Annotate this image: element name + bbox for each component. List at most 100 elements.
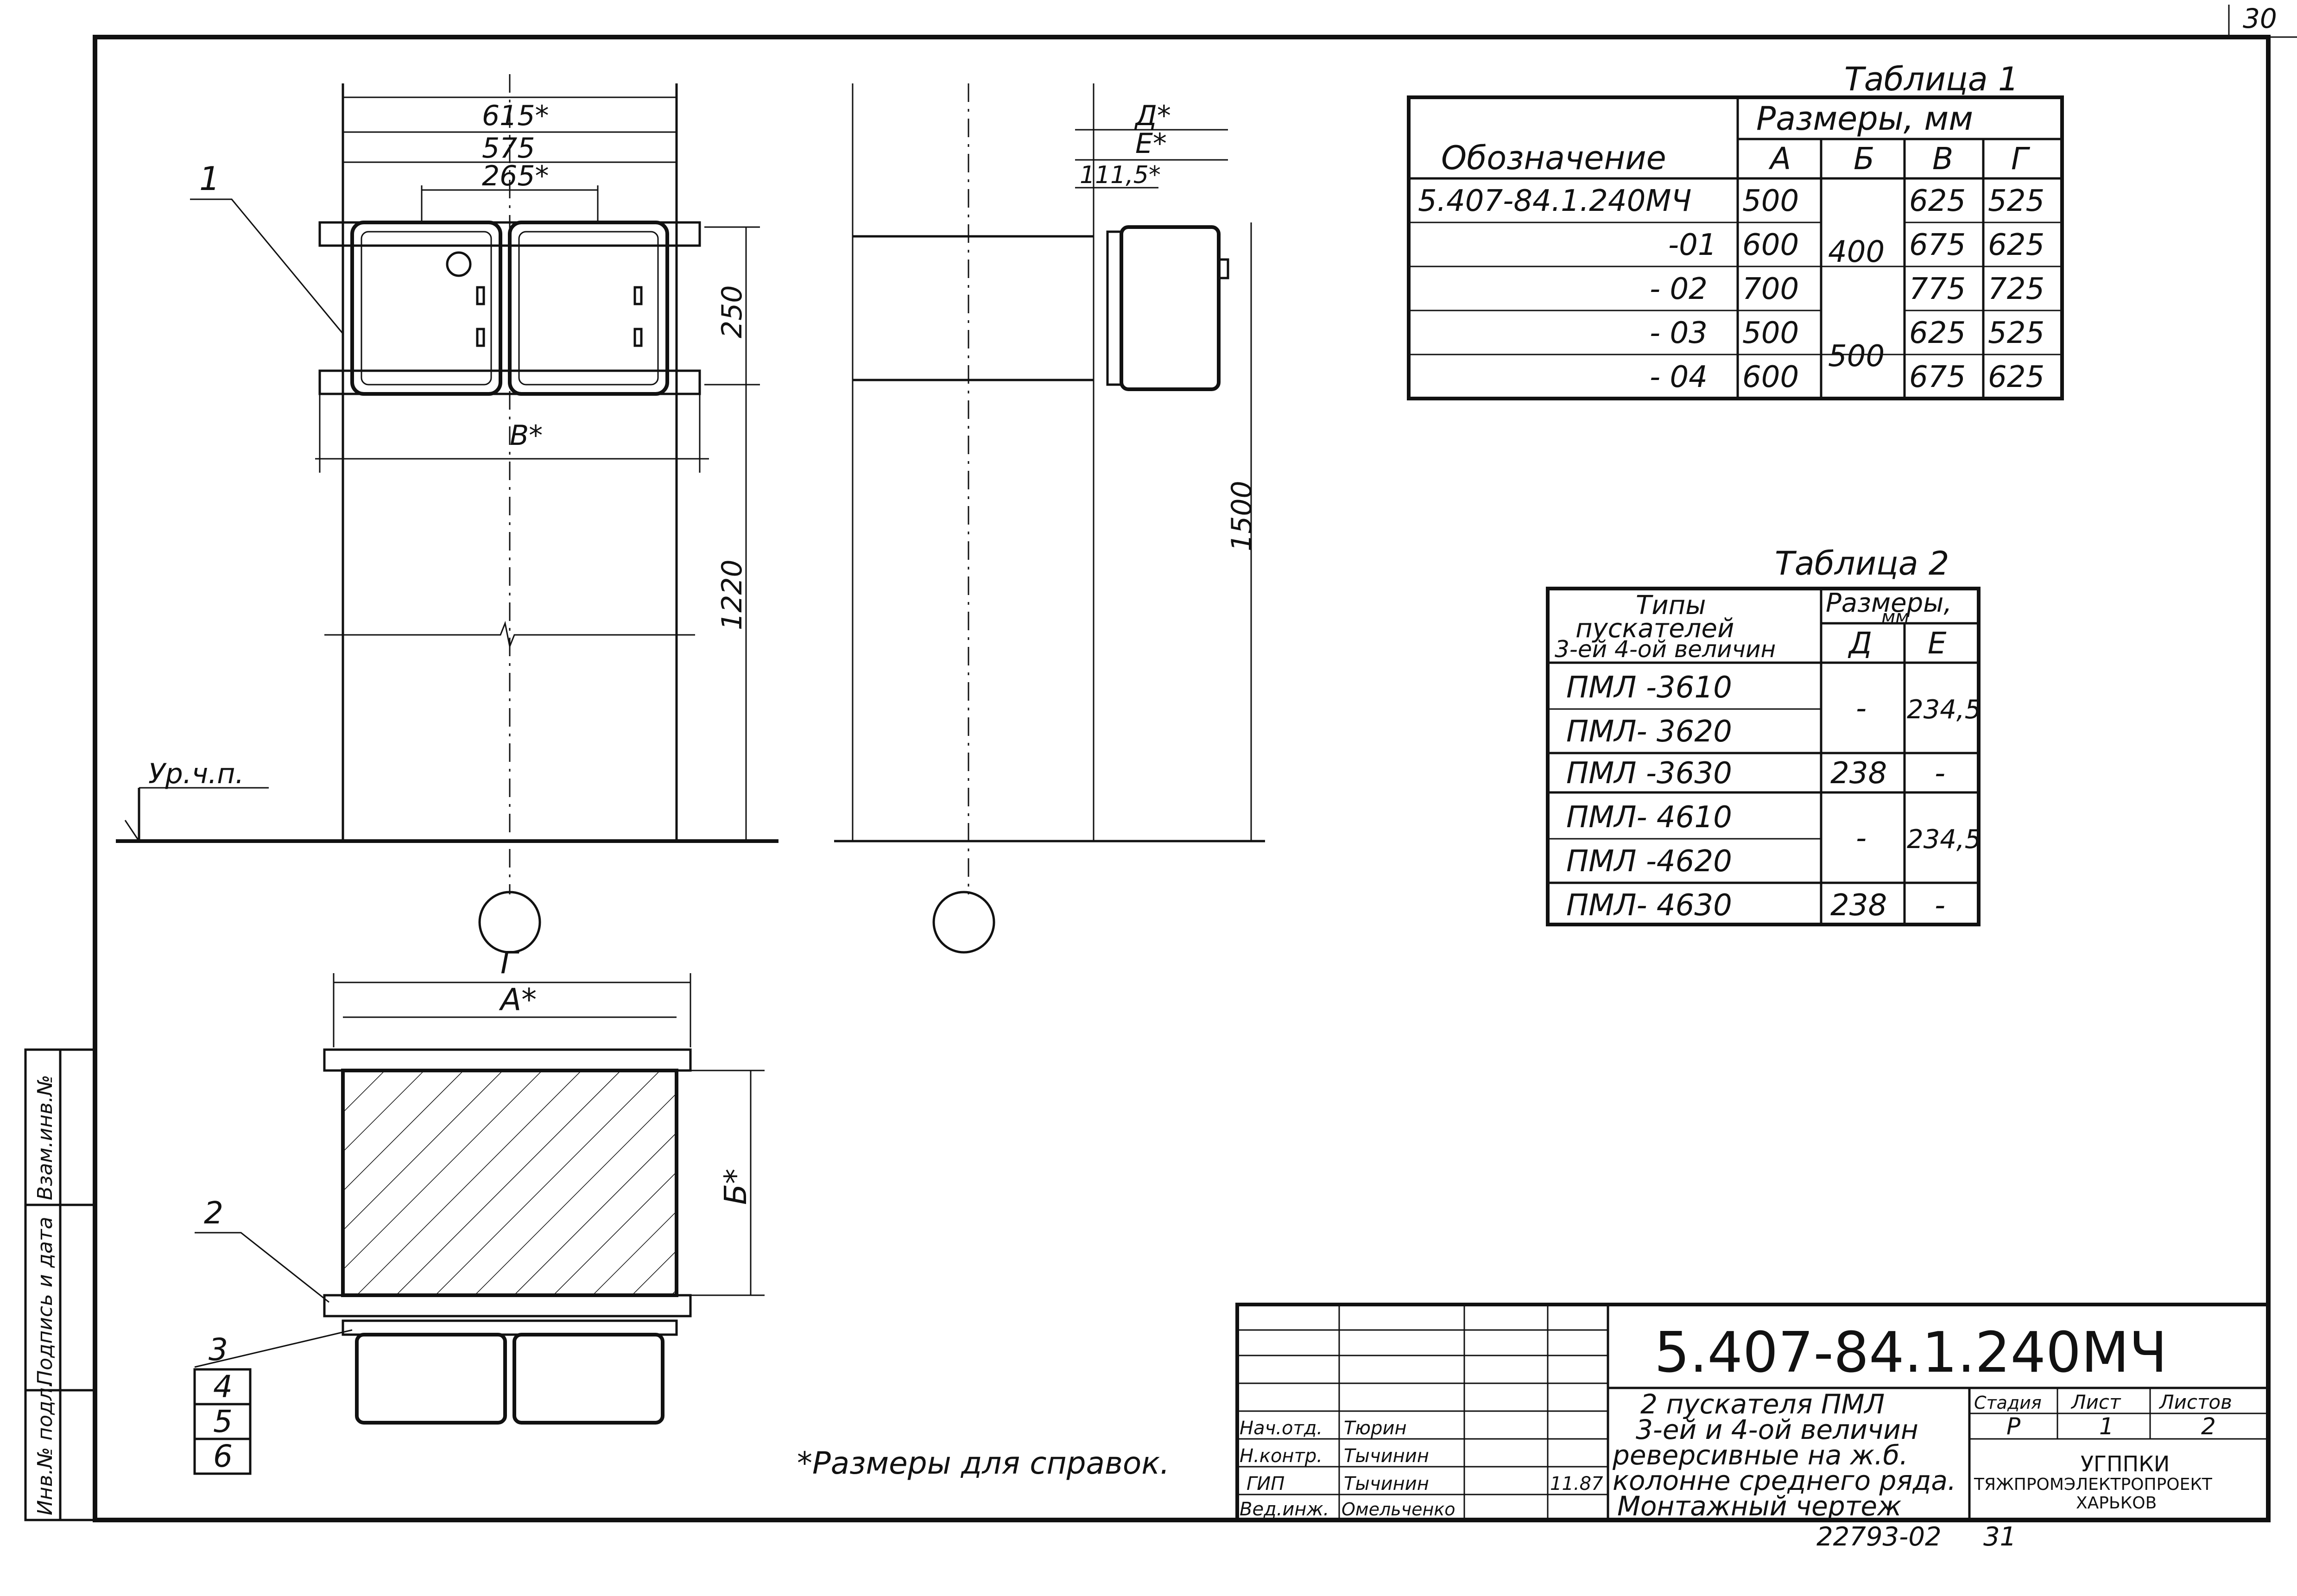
tb-role: Н.контр. — [1240, 1445, 1323, 1467]
table1-col-g: Г — [2011, 141, 2031, 177]
table2-d-value: 238 — [1830, 888, 1887, 923]
enclosure-plan-right — [513, 1333, 664, 1425]
table1-cell-a: 700 — [1742, 272, 1799, 306]
tb-role: Нач.отд. — [1240, 1418, 1323, 1439]
title-line: 3-ей и 4-ой величин — [1636, 1414, 1918, 1445]
page-number: 30 — [2243, 3, 2277, 34]
table2-row: ПМЛ -3610 — [1566, 671, 1732, 705]
table2-header-sizes: Размеры, — [1826, 588, 1952, 618]
table1-b-group: 400 — [1828, 235, 1885, 269]
column-section — [341, 1069, 678, 1297]
table1-cell-g: 725 — [1988, 272, 2044, 306]
enclosure-left — [350, 221, 502, 396]
front-view: Ур.ч.п. 615* 575 265* 1 250 1220 — [116, 74, 778, 954]
dim-1220: 1220 — [716, 559, 748, 630]
tb-role: ГИП — [1247, 1473, 1285, 1495]
table2-row: ПМЛ- 4610 — [1566, 800, 1732, 835]
drawing-frame — [93, 35, 2271, 1522]
title-line: Монтажный чертеж — [1617, 1490, 1901, 1522]
table2-d-value: - — [1856, 691, 1867, 726]
table2-e-value: - — [1935, 888, 1945, 923]
stage-value: Р — [2006, 1413, 2021, 1440]
table1-header-sizes: Размеры, мм — [1756, 100, 1973, 138]
tb-name: Омельченко — [1341, 1499, 1455, 1520]
enclosure-right — [508, 221, 669, 396]
dim-111-5: 111,5* — [1080, 161, 1161, 189]
sheets-label: Листов — [2158, 1391, 2232, 1413]
sheet-label: Лист — [2070, 1391, 2121, 1413]
table1-cell-v: 775 — [1909, 272, 1966, 306]
table2-row: ПМЛ- 3620 — [1566, 715, 1732, 749]
tb-name: Тюрин — [1344, 1418, 1407, 1439]
dim-a: А* — [499, 982, 537, 1018]
table1-b-group: 500 — [1828, 339, 1885, 374]
table2-row: ПМЛ- 4630 — [1566, 888, 1732, 923]
tb-name: Тычинин — [1344, 1473, 1429, 1495]
dim-250: 250 — [716, 285, 748, 338]
bottom-page-number: 31 — [1983, 1522, 2016, 1552]
table1-cell-v: 675 — [1909, 228, 1966, 262]
table1-row-designation: -01 — [1668, 228, 1717, 262]
table-2: Таблица 2 Типы пускателей 3-ей 4-ой вели… — [1546, 545, 1981, 926]
side-stamp-replace-inv: Взам.инв.№ — [33, 1075, 57, 1200]
dim-g: Г — [500, 945, 520, 981]
table1-row-designation: - 03 — [1650, 316, 1708, 350]
table1-cell-g: 525 — [1988, 184, 2044, 218]
reference-note: *Размеры для справок. — [797, 1445, 1170, 1481]
side-stamp-inv-no: Инв.№ подл. — [33, 1381, 57, 1515]
table1-cell-a: 600 — [1742, 228, 1799, 262]
table1-cell-v: 625 — [1909, 184, 1966, 218]
doc-code: 5.407-84.1.240МЧ — [1654, 1321, 2167, 1385]
floor-level-label: Ур.ч.п. — [148, 758, 244, 790]
table2-title: Таблица 2 — [1775, 545, 1949, 583]
title-line: реверсивные на ж.б. — [1612, 1439, 1908, 1471]
table1-cell-g: 625 — [1988, 228, 2044, 262]
table1-cell-g: 525 — [1988, 316, 2044, 350]
table1-cell-g: 625 — [1988, 360, 2044, 394]
enclosure-side — [1120, 225, 1221, 391]
callout-6: 6 — [213, 1438, 233, 1474]
table1-title: Таблица 1 — [1844, 60, 2019, 98]
dim-e: Е* — [1135, 127, 1167, 160]
table2-e-value: - — [1935, 756, 1945, 791]
table1-col-v: В — [1932, 141, 1953, 177]
title-line: колонне среднего ряда. — [1613, 1465, 1956, 1496]
table1-header-designation: Обозначение — [1441, 139, 1666, 177]
dim-v: В* — [510, 419, 543, 452]
side-stamp: Инв.№ подл. Подпись и дата Взам.инв.№ — [24, 1048, 96, 1521]
table2-header-types: 3-ей 4-ой величин — [1555, 636, 1776, 663]
table1-row-designation: - 02 — [1650, 272, 1708, 306]
side-stamp-sign-date: Подпись и дата — [33, 1217, 57, 1386]
dim-615: 615* — [482, 100, 549, 132]
enclosure-plan-left — [355, 1333, 507, 1425]
side-view: Д* Е* 111,5* 1500 — [834, 83, 1265, 954]
tb-date-mark: 11.87 — [1550, 1473, 1603, 1495]
callout-2: 2 — [204, 1195, 223, 1231]
table1-cell-v: 625 — [1909, 316, 1966, 350]
sheets-value: 2 — [2201, 1413, 2216, 1440]
sheet-value: 1 — [2099, 1413, 2114, 1440]
dim-b: Б* — [718, 1169, 753, 1205]
tb-name: Тычинин — [1344, 1445, 1429, 1467]
table2-e-value: 234,5 — [1907, 695, 1981, 725]
table2-header-types: Типы — [1636, 590, 1706, 621]
table-1: Таблица 1 Обозначение Размеры, мм А Б В … — [1407, 60, 2064, 400]
table1-cell-a: 500 — [1742, 184, 1799, 218]
table1-row-designation: - 04 — [1650, 360, 1708, 394]
stage-label: Стадия — [1974, 1393, 2042, 1413]
dim-1500: 1500 — [1226, 481, 1258, 551]
table2-d-value: 238 — [1830, 756, 1887, 791]
title-line: 2 пускателя ПМЛ — [1640, 1388, 1885, 1420]
table2-row: ПМЛ -4620 — [1566, 844, 1732, 879]
table2-header-sizes: мм — [1881, 607, 1909, 628]
table2-e-value: 234,5 — [1907, 824, 1981, 855]
axis-marker-front — [478, 891, 541, 954]
table2-header-types: пускателей — [1576, 614, 1734, 644]
table2-row: ПМЛ -3630 — [1566, 756, 1732, 791]
table1-cell-a: 600 — [1742, 360, 1799, 394]
plan-view: Г А* Б* 2 3 4 5 6 — [193, 945, 765, 1475]
org-line: УГППКИ — [2081, 1451, 2170, 1476]
tb-role: Вед.инж. — [1240, 1499, 1329, 1520]
archive-number: 22793-02 — [1816, 1522, 1942, 1552]
callout-1: 1 — [199, 160, 220, 198]
